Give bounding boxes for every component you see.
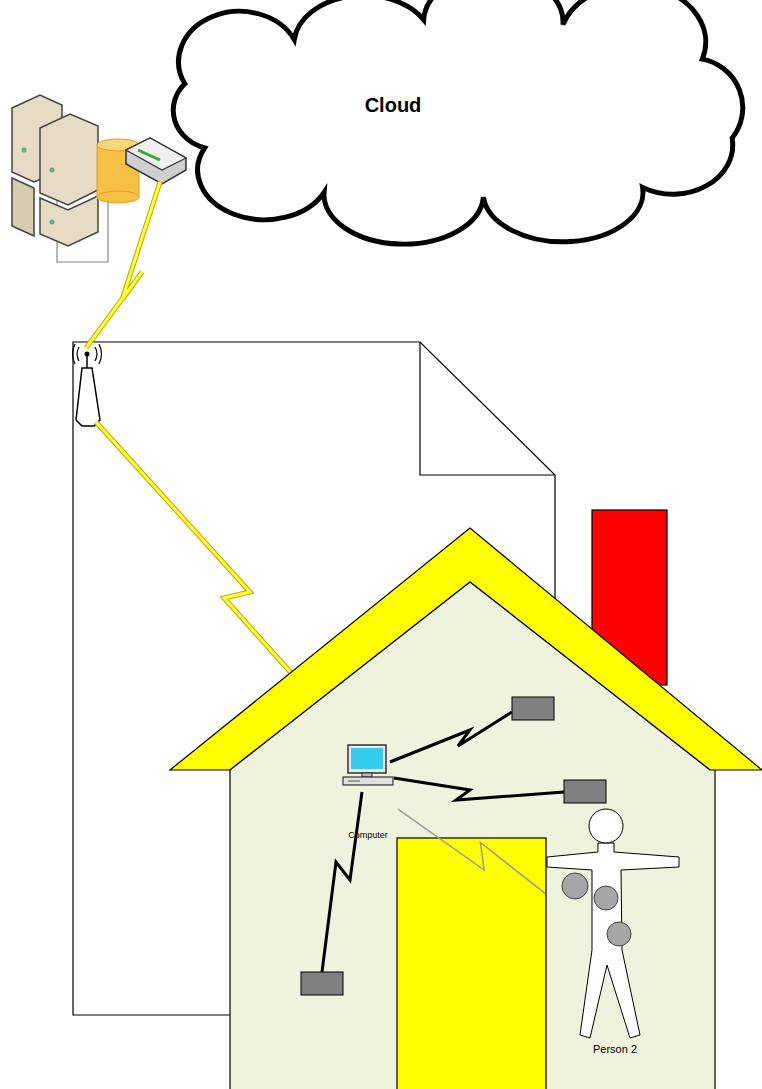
roof-inner-edge: [230, 582, 710, 770]
server-light: [50, 168, 55, 173]
wireless-link: [86, 182, 160, 348]
monitor-frame: [348, 745, 386, 773]
cloud-path: [173, 0, 743, 244]
house-gable: [230, 582, 710, 770]
server-unit: [40, 196, 98, 246]
sensor-box: [564, 780, 606, 803]
antenna-icon: [73, 344, 102, 426]
node-label: Person 2: [580, 1043, 650, 1055]
person-body: [547, 843, 679, 1038]
computer-base: [343, 777, 393, 785]
computer-drawing: [338, 742, 398, 842]
router-body: [126, 138, 186, 184]
server-unit: [40, 114, 98, 205]
sensor-link: [322, 792, 362, 972]
page-fold: [420, 342, 555, 475]
cloud-shape: Cloud: [145, 0, 762, 212]
antenna-mast: [86, 356, 88, 368]
sensor-box: [512, 697, 554, 720]
router-icon: [126, 138, 186, 184]
cylinder-bottom: [97, 191, 139, 203]
sensor-box: [301, 972, 343, 995]
body-sensor: [562, 873, 588, 899]
server-rack: [12, 95, 98, 246]
antenna-body: [76, 368, 100, 426]
sensor-link: [394, 778, 564, 800]
router-light: [138, 150, 160, 160]
person-drawing: [545, 805, 682, 1060]
server-light: [50, 220, 55, 225]
router-top: [126, 138, 186, 170]
server-light: [22, 148, 27, 153]
node-label: Computer: [338, 830, 398, 840]
house-door: [397, 838, 546, 1089]
sensor-link: [390, 712, 512, 762]
cloud-outline: [145, 0, 762, 212]
body-sensor: [607, 922, 631, 946]
antenna-waves: [73, 344, 102, 364]
body-sensor: [594, 886, 618, 910]
person-head: [589, 809, 623, 843]
wireless-link-outline: [86, 182, 160, 348]
node-label: Cloud: [333, 94, 453, 117]
drive-slot: [348, 781, 360, 782]
antenna-tip: [85, 352, 90, 357]
monitor-screen: [351, 748, 383, 769]
house-wall: [230, 768, 715, 1089]
person-figure: Person 2: [545, 805, 682, 1060]
wireless-link: [398, 809, 545, 893]
computer-icon: Computer: [338, 742, 398, 842]
server-unit: [12, 178, 34, 236]
house-roof: [170, 528, 762, 770]
